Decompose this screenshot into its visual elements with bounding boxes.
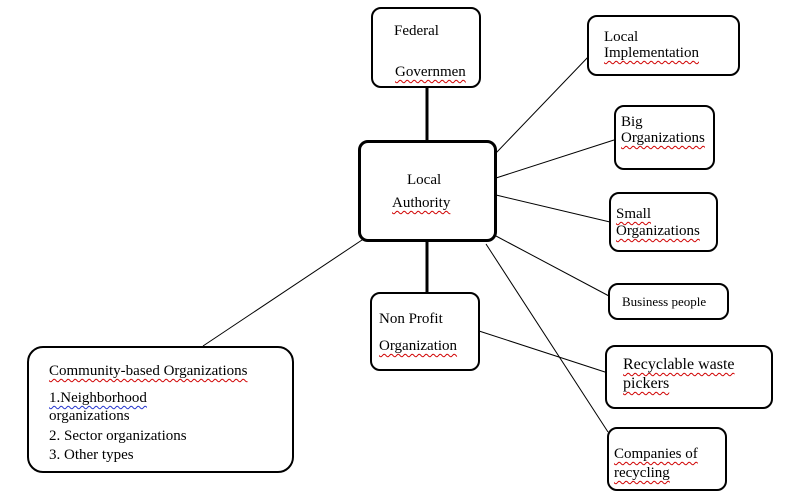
non-profit-line1: Non Profit	[379, 311, 443, 327]
link-authority-community	[202, 235, 369, 347]
local-authority-line1: Local	[407, 172, 442, 188]
small-organizations-box: Small Organizations	[609, 192, 718, 252]
community-item1-line1: 1.Neighborhood	[49, 390, 147, 406]
companies-of-recycling-box: Companies of recycling	[607, 427, 727, 491]
small-organizations-line2: Organizations	[616, 223, 700, 239]
waste-pickers-line1: Recyclable waste	[623, 356, 735, 373]
link-authority-recycling	[485, 243, 609, 433]
business-people-box: Business people	[608, 283, 729, 320]
community-title: Community-based Organizations	[49, 363, 248, 379]
non-profit-organization-box: Non Profit Organization	[370, 292, 480, 371]
local-implementation-line2: Implementation	[604, 45, 699, 61]
link-authority-small-org	[495, 194, 611, 223]
non-profit-line2: Organization	[379, 338, 458, 354]
community-item2: 2. Sector organizations	[49, 428, 187, 444]
recycling-line1: Companies of	[614, 446, 698, 462]
link-authority-local-impl	[495, 54, 591, 154]
big-organizations-box: Big Organizations	[614, 105, 715, 170]
link-authority-business	[495, 235, 610, 297]
big-organizations-line1: Big	[621, 114, 643, 130]
local-implementation-box: Local Implementation	[587, 15, 740, 76]
community-item1-line2: organizations	[49, 408, 130, 424]
big-organizations-line2: Organizations	[621, 130, 705, 146]
link-authority-big-org	[495, 139, 615, 179]
local-authority-box: Local Authority	[358, 140, 497, 242]
small-organizations-line1: Small	[616, 206, 652, 222]
recyclable-waste-pickers-box: Recyclable waste pickers	[605, 345, 773, 409]
link-nonprofit-waste-pickers	[478, 330, 609, 374]
community-based-organizations-box: Community-based Organizations 1.Neighbor…	[27, 346, 294, 473]
federal-label-line1: Federal	[394, 23, 439, 39]
business-people-label: Business people	[622, 294, 707, 309]
federal-government-box: Federal Governmen	[371, 7, 481, 88]
local-authority-line2: Authority	[392, 195, 451, 211]
waste-pickers-line2: pickers	[623, 375, 670, 392]
local-implementation-line1: Local	[604, 29, 639, 45]
federal-label-line2: Governmen	[395, 64, 466, 80]
recycling-line2: recycling	[614, 465, 670, 481]
community-item3: 3. Other types	[49, 447, 134, 463]
